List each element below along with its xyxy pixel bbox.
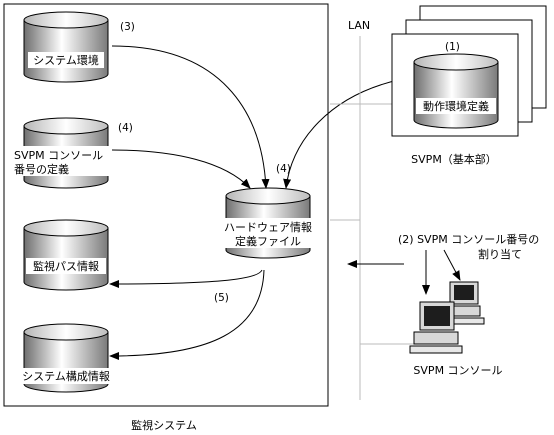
svpm-caption: SVPM（基本部） [411,152,497,166]
console-definition-label-line2: 番号の定義 [14,162,69,176]
lan-label: LAN [348,19,370,32]
console-caption: SVPM コンソール [413,364,502,377]
step-5-label: (5) [214,292,229,304]
step-4-console-label: (4) [118,122,133,134]
step-2-label-line2: 割り当て [478,247,522,261]
console-computer-icon [409,281,485,354]
console-definition-label-line1: SVPM コンソール [14,149,103,162]
arrow-svpm-to-hardware [283,79,399,189]
system-config-database-icon [16,323,116,393]
monitoring-system-caption: 監視システム [131,418,197,432]
monitor-path-database-icon [23,219,109,291]
system-env-label: システム環境 [33,53,99,67]
arrow-hardware-to-monitor-path [109,269,263,288]
operating-env-database-icon [413,53,499,129]
arrow-system-env-to-hardware [111,45,270,189]
system-env-database-icon [23,11,109,83]
arrow-hardware-to-system-config [109,269,265,360]
step-1-label: (1) [445,41,460,53]
hardware-definition-database-icon [222,187,316,259]
operating-env-label: 動作環境定義 [423,99,489,113]
hardware-definition-label-line2: 定義ファイル [235,234,301,248]
monitoring-system-frame [3,3,329,407]
monitor-path-label: 監視パス情報 [33,259,99,273]
step-3-label: (3) [120,21,135,33]
arrow-console-definition-to-hardware [111,149,251,189]
step-4-hardware-label: (4) [276,163,291,175]
step-2-label-line1: (2) SVPM コンソール番号の [398,233,539,246]
system-config-label: システム構成情報 [22,370,110,383]
arrow-assign-to-console-b [443,249,461,281]
hardware-definition-label-line1: ハードウェア情報 [224,221,312,234]
console-number-definition-database-icon [12,117,116,189]
